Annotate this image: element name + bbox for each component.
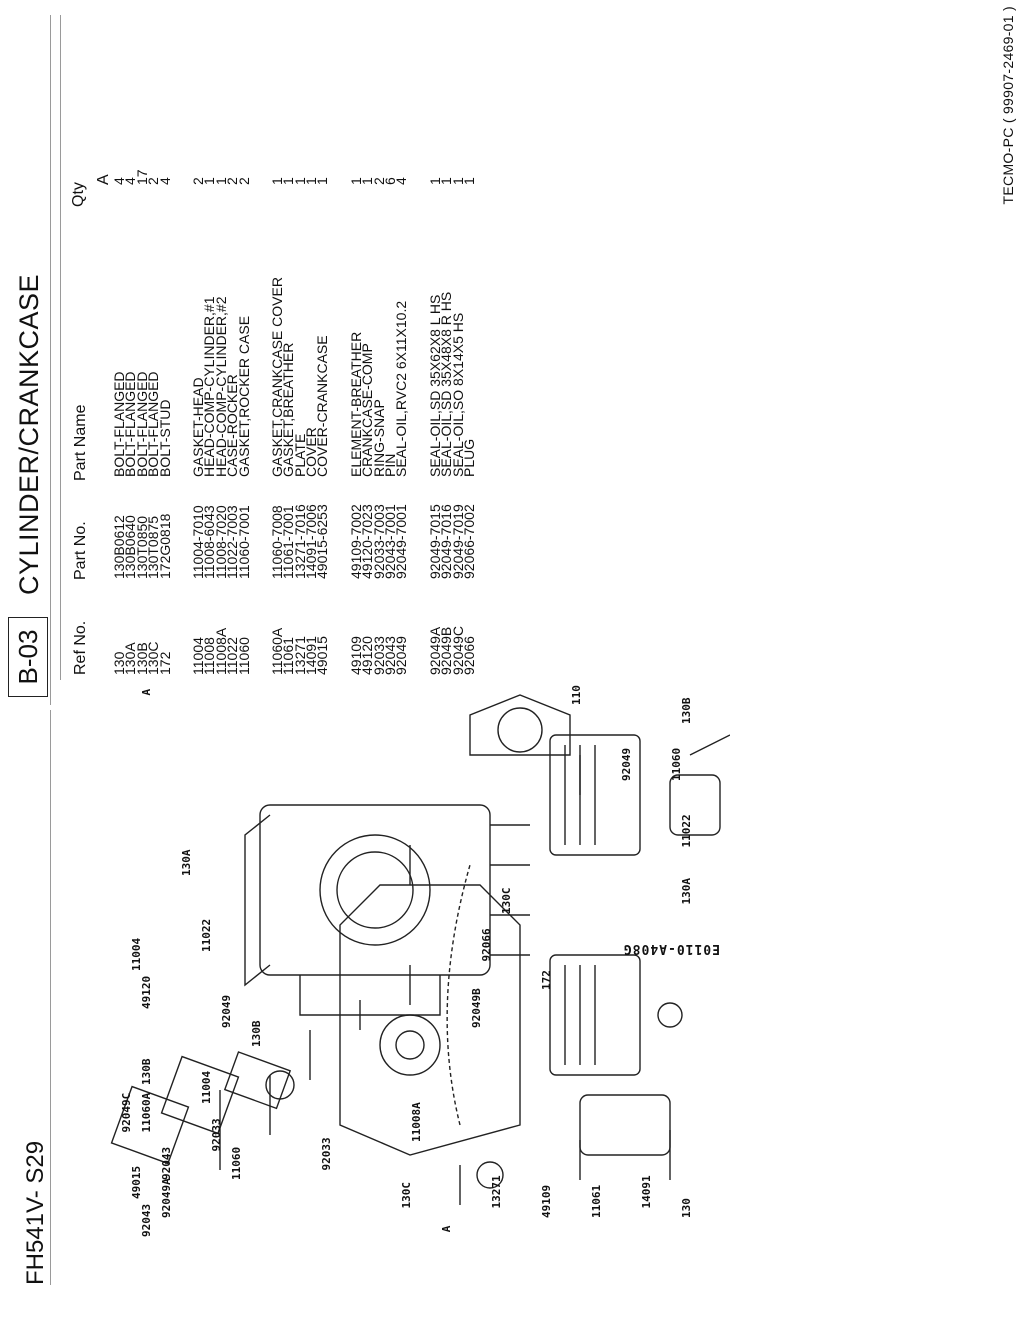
cylinder-bore-shape (319, 834, 431, 946)
crankcase-shape (259, 804, 491, 976)
diagram-code: E0110-A408G (623, 941, 720, 956)
callout-label: 11061 (590, 1185, 603, 1218)
callout-label: 92033 (210, 1118, 223, 1151)
callout-label: 11004 (200, 1071, 213, 1104)
callout-label: 172 (540, 970, 553, 990)
part-ref-cell: 92066 (460, 636, 477, 675)
part-ref-cell: 11060 (235, 637, 252, 675)
part-qty-cell: 4 (156, 177, 173, 185)
callout-label: 130B (250, 1020, 263, 1047)
crankcase-cover-shape (339, 884, 521, 1156)
callout-label: 92043 (160, 1147, 173, 1180)
exploded-diagram: E0110-A408G 130B1100892043A1106092049110… (110, 685, 730, 1237)
rocker-cover-left-shape (669, 774, 721, 836)
col-part-no: Part No. (72, 521, 89, 580)
col-qty: Qty (70, 182, 87, 207)
callout-label: 11008 (570, 685, 583, 705)
part-qty-cell: 2 (235, 177, 252, 185)
part-ref-cell: 92049 (393, 636, 410, 675)
callout-label: 92049 (620, 748, 633, 781)
section-code-badge: B-03 (8, 617, 48, 697)
callout-label: 11060 (230, 1147, 243, 1180)
section-title: CYLINDER/CRANKCASE (14, 273, 44, 595)
callout-label: 130A (680, 878, 693, 905)
part-pno-cell: 92049-7001 (393, 504, 410, 579)
callout-label: 92049A (160, 1178, 173, 1218)
part-qty-cell: 1 (314, 177, 331, 185)
callout-label: 92043 (140, 1204, 153, 1237)
rocker-cover-right-shape (579, 1094, 671, 1156)
col-part-name: Part Name (72, 404, 89, 481)
cylinder-head-right-shape (549, 954, 641, 1076)
callout-label: 130A (180, 849, 193, 876)
callout-label: 92049C (120, 1093, 133, 1133)
part-ref-cell: 49015 (314, 636, 331, 675)
part-name-cell: SEAL-OIL,RVC2 6X11X10.2 (393, 300, 410, 477)
callout-label: 49015 (130, 1166, 143, 1199)
part-pno-cell: 92066-7002 (460, 504, 477, 579)
part-name-cell: COVER-CRANKCASE (314, 335, 331, 477)
part-qty-cell: 4 (393, 177, 410, 185)
callout-label: 92049 (220, 995, 233, 1028)
callout-label: 11004 (130, 938, 143, 971)
callout-label: A (440, 1225, 453, 1232)
callout-label: 130C (400, 1182, 413, 1209)
callout-label: 49120 (140, 976, 153, 1009)
table-rule-top (60, 15, 61, 680)
callout-label: 11022 (200, 919, 213, 952)
col-ref-no: Ref No. (72, 620, 89, 675)
head-gasket-shape (469, 694, 571, 756)
part-name-cell: GASKET,ROCKER CASE (235, 315, 252, 477)
header-rule-right (50, 15, 51, 705)
callout-label: 14091 (640, 1175, 653, 1208)
callout-label: 11022 (680, 814, 693, 847)
part-name-cell: BOLT-STUD (156, 399, 173, 477)
part-name-cell: PLUG (460, 438, 477, 477)
part-pno-cell: 11060-7001 (235, 505, 252, 579)
callout-label: 11060A (140, 1092, 153, 1132)
part-name-cell: RING-SNAP (370, 399, 387, 477)
callout-label: 11008A (410, 1102, 423, 1142)
breather-cover-shape (110, 1085, 190, 1165)
callout-label: A (140, 689, 153, 696)
part-pno-cell: 172G0818 (156, 513, 173, 579)
callout-label: 11060 (670, 748, 683, 781)
part-ref-cell: 172 (156, 651, 173, 675)
callout-label: 130B (140, 1058, 153, 1085)
footer-doc-ref: TECMO-PC ( 99907-2469-01 ) (1000, 6, 1016, 205)
cylinder-head-left-shape (549, 734, 641, 856)
callout-label: 130 (680, 1198, 693, 1218)
part-qty-cell: 1 (460, 177, 477, 185)
part-pno-cell: 49015-6253 (314, 504, 331, 579)
callout-label: 130B (680, 697, 693, 724)
callout-label: 130C (500, 888, 513, 915)
callout-label: 92066 (480, 928, 493, 961)
callout-label: 49109 (540, 1185, 553, 1218)
callout-label: 13271 (490, 1175, 503, 1208)
model-title: FH541V- S29 (22, 1140, 49, 1285)
callout-label: 92033 (320, 1137, 333, 1170)
callout-label: 92049B (470, 988, 483, 1028)
header-rule-left (50, 710, 51, 1285)
